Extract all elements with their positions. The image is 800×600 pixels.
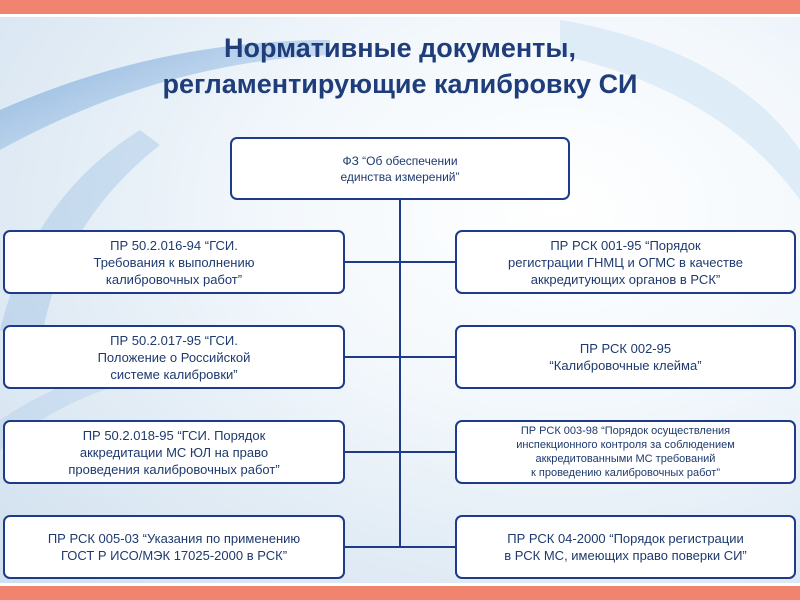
right-doc-box-3: ПР РСК 003-98 “Порядок осуществления инс…	[455, 420, 796, 484]
left-doc-1-line-3: калибровочных работ”	[105, 271, 243, 287]
root-law-line-1: ФЗ “Об обеспечении	[342, 153, 458, 168]
left-doc-2-line-3: системе калибровки”	[110, 366, 238, 382]
top-accent-stripe	[0, 14, 800, 17]
top-accent-band	[0, 0, 800, 14]
right-doc-4-line-1: ПР РСК 04-2000 “Порядок регистрации	[507, 531, 744, 546]
slide-title: Нормативные документы, регламентирующие …	[60, 30, 740, 102]
left-doc-3-line-3: проведения калибровочных работ”	[68, 461, 280, 477]
root-law-line-2: единства измерений”	[340, 169, 460, 184]
right-doc-1-line-3: аккредитующих органов в РСК”	[530, 271, 721, 287]
left-doc-1-line-1: ПР 50.2.016-94 “ГСИ.	[110, 237, 238, 253]
slide-title-line-1: Нормативные документы,	[224, 33, 576, 63]
trunk-line	[399, 198, 401, 548]
branch-line-row-2	[343, 356, 456, 358]
branch-line-row-3	[343, 451, 456, 453]
right-doc-2-line-2: “Калибровочные клейма”	[549, 358, 702, 373]
left-doc-1-line-2: Требования к выполнению	[93, 254, 255, 270]
left-doc-4-line-2: ГОСТ Р ИСО/МЭК 17025-2000 в РСК”	[60, 548, 288, 563]
left-doc-3-line-2: аккредитации МС ЮЛ на право	[79, 444, 269, 460]
left-doc-2-line-1: ПР 50.2.017-95 “ГСИ.	[110, 332, 238, 348]
left-doc-box-1: ПР 50.2.016-94 “ГСИ. Требования к выполн…	[3, 230, 345, 294]
root-law-box: ФЗ “Об обеспечении единства измерений”	[230, 137, 570, 200]
right-doc-1-line-2: регистрации ГНМЦ и ОГМС в качестве	[508, 254, 743, 270]
left-doc-4-line-1: ПР РСК 005-03 “Указания по применению	[47, 531, 301, 546]
right-doc-1-line-1: ПР РСК 001-95 “Порядок	[550, 237, 701, 253]
right-doc-3-line-1: ПР РСК 003-98 “Порядок осуществления	[520, 425, 731, 437]
branch-line-row-1	[343, 261, 456, 263]
right-doc-2-line-1: ПР РСК 002-95	[579, 341, 672, 356]
branch-line-row-4	[343, 546, 456, 548]
left-doc-2-line-2: Положение о Российской	[97, 349, 251, 365]
left-doc-3-line-1: ПР 50.2.018-95 “ГСИ. Порядок	[82, 427, 266, 443]
right-doc-3-line-3: аккредитованными МС требований	[535, 453, 716, 465]
left-doc-box-3: ПР 50.2.018-95 “ГСИ. Порядок аккредитаци…	[3, 420, 345, 484]
right-doc-3-line-4: к проведению калибровочных работ”	[531, 467, 720, 479]
bottom-accent-stripe	[0, 583, 800, 586]
right-doc-box-2: ПР РСК 002-95 “Калибровочные клейма”	[455, 325, 796, 389]
left-doc-box-4: ПР РСК 005-03 “Указания по применению ГО…	[3, 515, 345, 579]
right-doc-4-line-2: в РСК МС, имеющих право поверки СИ”	[504, 548, 747, 563]
left-doc-box-2: ПР 50.2.017-95 “ГСИ. Положение о Российс…	[3, 325, 345, 389]
slide-title-line-2: регламентирующие калибровку СИ	[162, 69, 638, 99]
right-doc-box-1: ПР РСК 001-95 “Порядок регистрации ГНМЦ …	[455, 230, 796, 294]
bottom-accent-band	[0, 586, 800, 600]
right-doc-3-line-2: инспекционного контроля за соблюдением	[516, 439, 735, 451]
right-doc-box-4: ПР РСК 04-2000 “Порядок регистрации в РС…	[455, 515, 796, 579]
